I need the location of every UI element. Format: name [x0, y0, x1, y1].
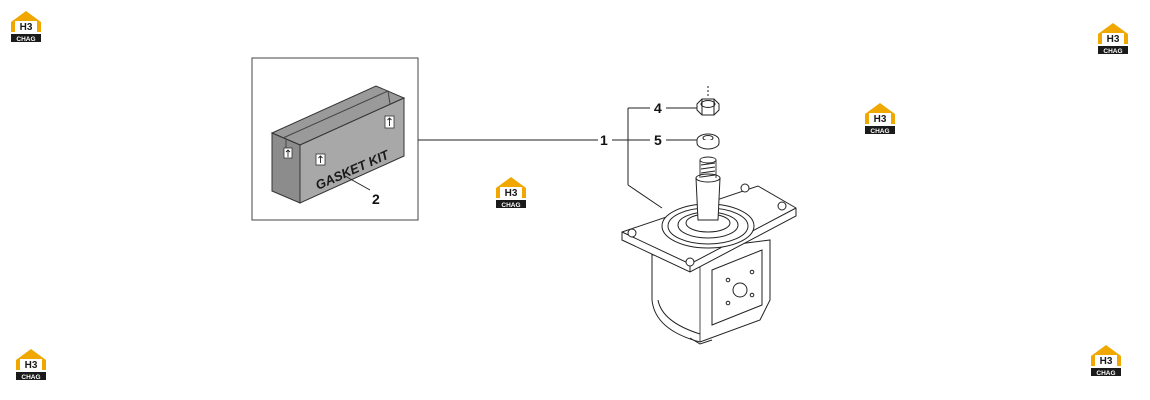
svg-text:H3: H3: [25, 360, 38, 371]
watermark-logo-center: H3 CHAG: [496, 177, 526, 209]
svg-text:CHAG: CHAG: [1103, 48, 1122, 55]
hydraulic-pump: [621, 156, 797, 345]
washer: [696, 133, 720, 150]
svg-text:H3: H3: [505, 188, 518, 199]
svg-text:CHAG: CHAG: [21, 374, 40, 381]
leader-lines: [344, 107, 698, 209]
watermark-logo-bottom-left: H3 CHAG: [16, 349, 46, 381]
gasket-kit-box: GASKET KIT: [270, 85, 406, 204]
callout-5: 5: [654, 132, 662, 148]
svg-text:H3: H3: [1100, 356, 1113, 367]
svg-text:CHAG: CHAG: [16, 36, 35, 43]
svg-text:CHAG: CHAG: [501, 202, 520, 209]
watermark-logo-top-left: H3 CHAG: [11, 11, 41, 43]
hex-nut: [696, 86, 720, 116]
callout-1: 1: [600, 132, 608, 148]
svg-text:H3: H3: [1107, 34, 1120, 45]
watermark-logo-bottom-right: H3 CHAG: [1091, 345, 1121, 377]
callout-4: 4: [654, 100, 662, 116]
gasket-kit-frame: [251, 57, 419, 221]
svg-text:H3: H3: [20, 22, 33, 33]
svg-text:H3: H3: [874, 114, 887, 125]
watermark-logo-mid-right: H3 CHAG: [865, 103, 895, 135]
svg-text:CHAG: CHAG: [870, 128, 889, 135]
svg-text:CHAG: CHAG: [1096, 370, 1115, 377]
callout-2: 2: [372, 191, 380, 207]
watermark-logo-top-right: H3 CHAG: [1098, 23, 1128, 55]
